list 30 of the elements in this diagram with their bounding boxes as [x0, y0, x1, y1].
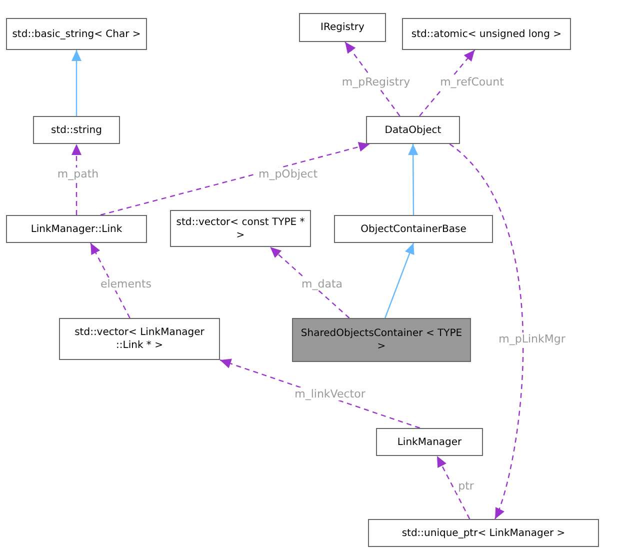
edge-label: m_pObject: [256, 168, 320, 180]
class-box: SharedObjectsContainer < TYPE >: [292, 318, 471, 362]
class-box: IRegistry: [299, 13, 386, 42]
dashed-arrow: [270, 246, 350, 318]
edge-label: m_path: [55, 168, 101, 180]
arrow: [408, 144, 418, 215]
class-box: std::string: [33, 116, 120, 144]
edge-label: m_data: [300, 278, 344, 290]
edge-label: elements: [98, 278, 154, 290]
class-box: DataObject: [366, 116, 460, 144]
class-box: std::basic_string< Char >: [6, 18, 147, 50]
class-box: std::vector< LinkManager ::Link * >: [59, 318, 220, 360]
class-box: std::unique_ptr< LinkManager >: [368, 519, 599, 547]
edge-label: m_refCount: [438, 76, 506, 88]
class-box: LinkManager: [376, 428, 483, 456]
class-box: LinkManager::Link: [6, 215, 147, 243]
dashed-arrow: [449, 144, 524, 520]
edge-label: m_pLinkMgr: [496, 332, 568, 346]
dashed-arrow: [100, 142, 370, 216]
arrow: [72, 50, 82, 116]
class-box: ObjectContainerBase: [334, 215, 493, 243]
dashed-arrow: [72, 144, 82, 215]
dashed-arrow: [436, 456, 470, 520]
edge-label: m_linkVector: [292, 388, 368, 400]
arrow: [384, 242, 414, 318]
class-box: std::vector< const TYPE * >: [170, 210, 311, 247]
edge-label: m_pRegistry: [340, 76, 412, 88]
dashed-arrow: [90, 242, 130, 318]
edge-label: ptr: [456, 480, 476, 492]
class-box: std::atomic< unsigned long >: [402, 18, 571, 50]
